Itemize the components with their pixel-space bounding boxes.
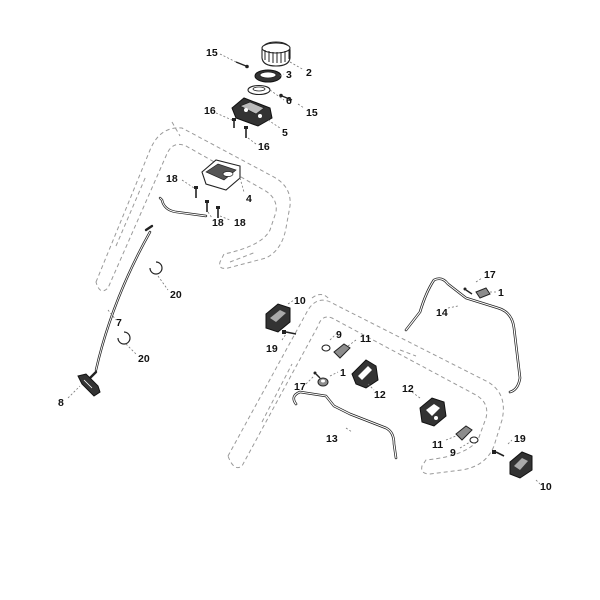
callout-15-right: 15 xyxy=(306,107,318,119)
callout-20-upper: 20 xyxy=(170,289,182,301)
callout-labels: 15 2 3 6 15 16 5 16 18 4 18 18 20 7 20 8… xyxy=(58,47,552,493)
callout-14: 14 xyxy=(436,307,448,319)
callout-11-left: 11 xyxy=(360,333,371,345)
screw-part-17b xyxy=(463,287,473,295)
clip-part-20b xyxy=(117,331,131,345)
callout-19-left: 19 xyxy=(266,343,278,355)
callout-10-right: 10 xyxy=(540,481,552,493)
washer-part-1a xyxy=(317,377,329,387)
callout-19-right: 19 xyxy=(514,433,526,445)
callout-12-right: 12 xyxy=(402,383,414,395)
lever-part-13 xyxy=(292,390,398,460)
callout-9-left: 9 xyxy=(336,329,342,341)
actuator-part-12b xyxy=(419,397,447,427)
callout-12-left: 12 xyxy=(374,389,386,401)
callout-7: 7 xyxy=(116,317,122,329)
cable-part-7 xyxy=(94,196,208,372)
screw-part-19b xyxy=(492,450,505,457)
callout-4: 4 xyxy=(246,193,252,205)
bushing-part-9a xyxy=(321,344,331,352)
clip-part-20a xyxy=(149,261,163,275)
cover-part-10a xyxy=(265,303,291,333)
callout-9-right: 9 xyxy=(450,447,456,459)
ring-part-6 xyxy=(247,84,271,96)
callout-10-left: 10 xyxy=(294,295,306,307)
screw-part-18c xyxy=(216,206,220,218)
cover-part-10b xyxy=(509,451,533,479)
block-part-11a xyxy=(333,343,351,359)
callout-17-left: 17 xyxy=(294,381,306,393)
screw-part-18b xyxy=(205,200,209,212)
ring-part-3 xyxy=(254,69,282,83)
leader-lines xyxy=(67,53,541,485)
housing-part-5 xyxy=(231,97,273,127)
callout-15-top: 15 xyxy=(206,47,218,59)
screw-part-16a xyxy=(232,118,236,128)
callout-6: 6 xyxy=(286,95,292,107)
callout-20-lower: 20 xyxy=(138,353,150,365)
callout-8: 8 xyxy=(58,397,64,409)
screw-part-16b xyxy=(244,126,248,138)
washer-part-1b xyxy=(475,287,491,299)
knob-part-2 xyxy=(261,41,291,67)
block-part-11b xyxy=(455,425,473,441)
bracket-part-4 xyxy=(201,159,241,191)
callout-2: 2 xyxy=(306,67,312,79)
callout-1-left: 1 xyxy=(340,367,346,379)
screw-part-15b xyxy=(279,93,293,101)
screw-part-15a xyxy=(235,61,249,69)
callout-16-left: 16 xyxy=(204,105,216,117)
callout-18-right: 18 xyxy=(234,217,246,229)
callout-18-top: 18 xyxy=(166,173,178,185)
callout-5: 5 xyxy=(282,127,288,139)
callout-11-right: 11 xyxy=(432,439,443,451)
bail-part-14 xyxy=(404,277,522,394)
actuator-part-12a xyxy=(351,359,379,389)
callout-3: 3 xyxy=(286,69,292,81)
callout-13: 13 xyxy=(326,433,338,445)
callout-1-right: 1 xyxy=(498,287,504,299)
bushing-part-9b xyxy=(469,436,479,444)
screw-part-18a xyxy=(194,186,198,198)
screw-part-19a xyxy=(282,330,297,335)
cable-end-part-8 xyxy=(77,370,101,397)
callout-16-right: 16 xyxy=(258,141,270,153)
lower-handle-outline xyxy=(227,294,504,475)
callout-17-right: 17 xyxy=(484,269,496,281)
upper-handle-outline xyxy=(95,121,291,292)
screw-part-17a xyxy=(313,371,321,379)
callout-18-middle: 18 xyxy=(212,217,224,229)
